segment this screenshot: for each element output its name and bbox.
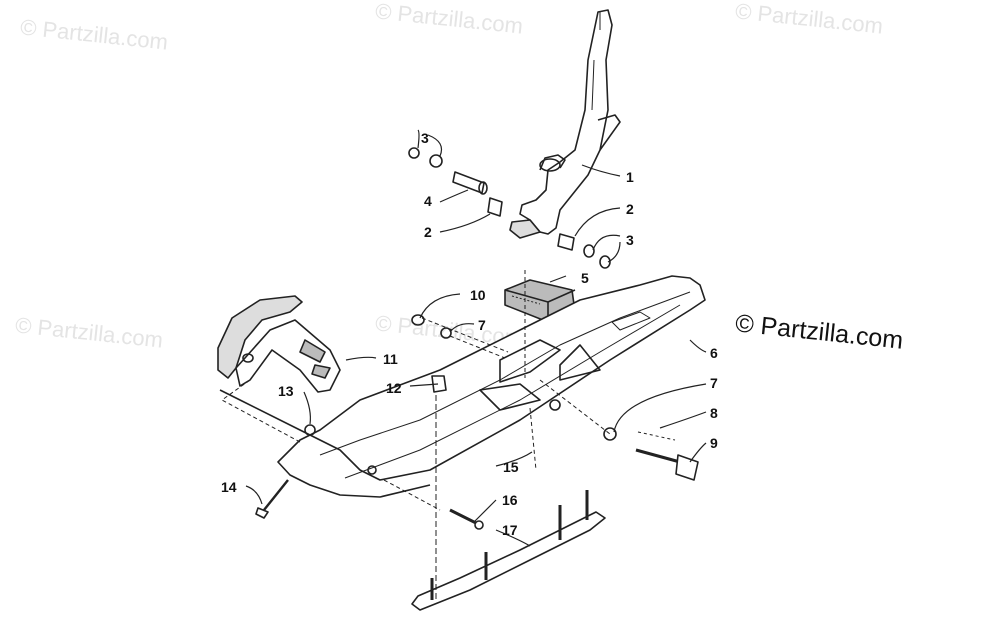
bushing-part (557, 233, 575, 251)
callout-12: 12 (386, 380, 402, 396)
callout-7: 7 (710, 375, 718, 391)
callout-2: 2 (424, 224, 432, 240)
washer-part (429, 154, 443, 168)
screw-part (449, 508, 484, 530)
nut-part (411, 314, 425, 326)
washer-part (583, 244, 595, 258)
screw-part (255, 479, 289, 519)
washer-part (408, 147, 420, 159)
nut-part (304, 424, 316, 436)
callout-7: 7 (478, 317, 486, 333)
callout-9: 9 (710, 435, 718, 451)
callout-13: 13 (278, 383, 294, 399)
callout-11: 11 (383, 351, 398, 367)
callout-10: 10 (470, 287, 486, 303)
callout-15: 15 (503, 459, 519, 475)
callout-1: 1 (626, 169, 634, 185)
callout-6: 6 (710, 345, 718, 361)
bolt-part (635, 448, 699, 481)
washer-part (599, 255, 611, 269)
washer-part (603, 427, 617, 441)
ski-part (219, 275, 706, 498)
callout-8: 8 (710, 405, 718, 421)
callout-4: 4 (424, 193, 432, 209)
nut-part (431, 375, 447, 393)
callout-3: 3 (626, 232, 634, 248)
callout-16: 16 (502, 492, 518, 508)
spindle-part (509, 9, 621, 239)
callout-14: 14 (221, 479, 237, 495)
wear-bar-part (411, 490, 606, 611)
callout-3: 3 (421, 130, 429, 146)
washer-part (440, 327, 452, 339)
ski-handle-part (217, 295, 341, 393)
bushing-part (487, 197, 503, 217)
callout-5: 5 (581, 270, 589, 286)
callout-2: 2 (626, 201, 634, 217)
callout-17: 17 (502, 522, 518, 538)
